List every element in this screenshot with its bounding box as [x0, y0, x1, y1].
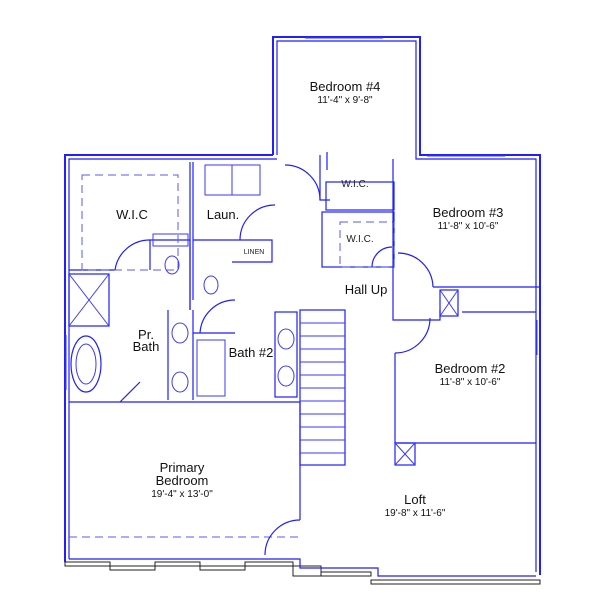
- primary-label-1: Primary: [160, 460, 205, 475]
- bedroom4-size: 11'-4" x 9'-8": [317, 95, 373, 106]
- stair-treads: [300, 322, 345, 454]
- wic-bed3-label: W.I.C.: [346, 234, 373, 245]
- wic-bed4-label: W.I.C.: [341, 179, 368, 190]
- laundry-label: Laun.: [207, 207, 240, 222]
- bedroom2-label: Bedroom #2: [435, 361, 506, 376]
- wic-primary-label: W.I.C: [116, 207, 148, 222]
- pr-bath-label-1: Pr.: [138, 327, 154, 342]
- bedroom3-label: Bedroom #3: [433, 205, 504, 220]
- windows: [65, 37, 538, 390]
- bedroom2-size: 11'-8" x 10'-6": [440, 377, 501, 388]
- hall-label: Hall Up: [345, 282, 388, 297]
- pr-bath-label-2: Bath: [133, 339, 160, 354]
- door-swings: [114, 164, 434, 556]
- exterior-walls: [64, 36, 541, 585]
- primary-size: 19'-4" x 13'-0": [151, 489, 213, 500]
- bedroom4-label: Bedroom #4: [310, 79, 381, 94]
- room-labels: Bedroom #4 11'-4" x 9'-8" W.I.C Laun. LI…: [116, 79, 505, 519]
- primary-label-2: Bedroom: [156, 473, 209, 488]
- bath2-label: Bath #2: [229, 345, 274, 360]
- bedroom3-size: 11'-8" x 10'-6": [438, 221, 499, 232]
- linen-label: LINEN: [244, 249, 265, 256]
- loft-size: 19'-8" x 11'-6": [385, 508, 446, 519]
- interior-walls: [68, 152, 540, 556]
- loft-label: Loft: [404, 492, 426, 507]
